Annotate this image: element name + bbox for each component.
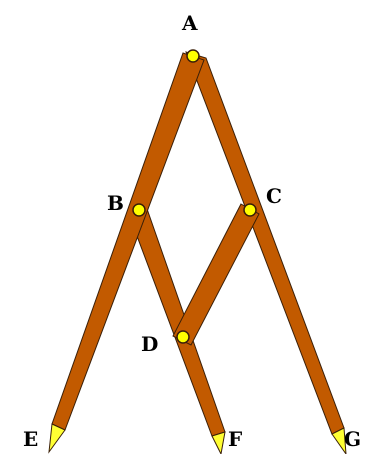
bar-a-g-body	[185, 51, 345, 435]
pivot-b	[132, 203, 146, 217]
pivot-d	[176, 330, 190, 344]
label-c: C	[266, 184, 282, 208]
label-e: E	[23, 427, 38, 451]
bar-c-d-body	[172, 203, 260, 346]
label-g: G	[344, 427, 361, 451]
tip-e	[48, 423, 66, 454]
pivot-a	[186, 49, 200, 63]
tip-f	[211, 431, 226, 454]
label-f: F	[228, 427, 242, 451]
bar-b-f-body	[127, 205, 226, 437]
tip-g	[331, 427, 347, 454]
label-a: A	[181, 11, 198, 35]
label-b: B	[107, 191, 124, 215]
bar-a-e-body	[51, 52, 205, 431]
label-d: D	[141, 332, 158, 356]
bar-c-d	[172, 203, 260, 346]
pivot-c	[243, 203, 257, 217]
bar-a-e	[48, 52, 205, 454]
